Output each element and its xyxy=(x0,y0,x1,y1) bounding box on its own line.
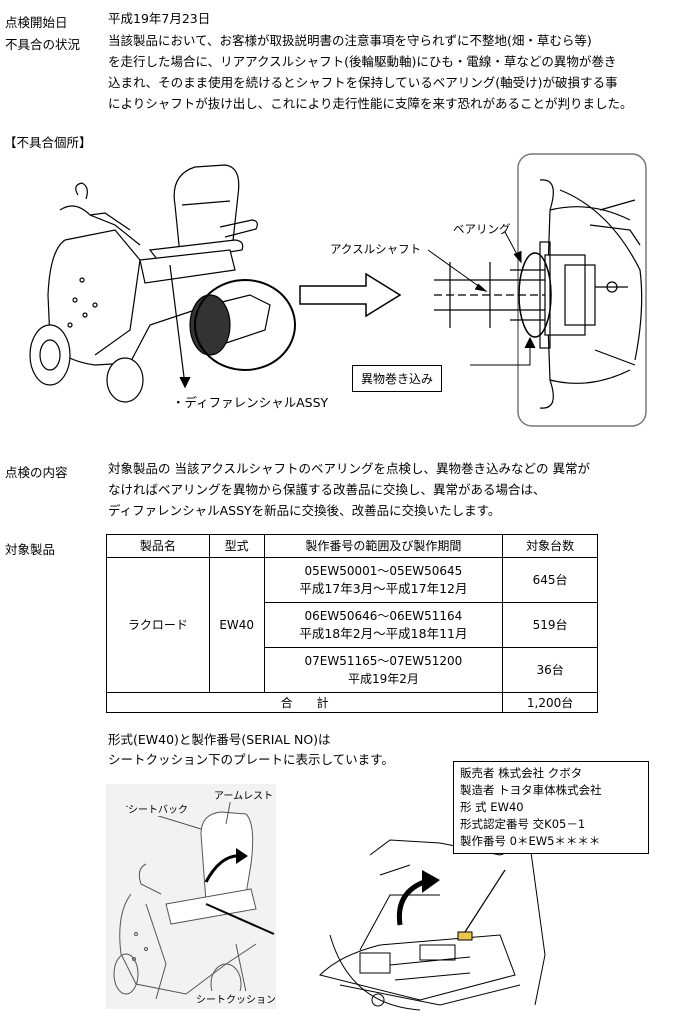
table-header-row: 製品名 型式 製作番号の範囲及び製作期間 対象台数 xyxy=(106,534,598,558)
defect-line-4: によりシャフトが抜け出し、これにより走行性能に支障を来す恐れがあることが判りまし… xyxy=(108,96,633,111)
right-arrow-icon xyxy=(299,272,402,318)
plate-cert-number: 形式認定番号 交K05－1 xyxy=(460,817,586,831)
table-row: 06EW50646～06EW51164 平成18年2月～平成18年11月 519… xyxy=(107,602,598,648)
defect-line-3: 込まれ、そのまま使用を続けるとシャフトを保持しているベアリング(軸受け)が破損す… xyxy=(108,75,618,90)
arm-rest-label: アームレスト xyxy=(214,787,274,802)
defect-part-title: 【不具合個所】 xyxy=(4,135,92,150)
count-cell: 645台 xyxy=(502,557,598,603)
bearing-label: ベアリング xyxy=(453,222,511,236)
plate-model: 形 式 EW40 xyxy=(460,800,524,814)
table-row: ラクロード EW40 05EW50001～05EW50645 平成17年3月～平… xyxy=(106,557,598,693)
count-cell: 519台 xyxy=(502,602,598,648)
table-row: 07EW51165～07EW51200 平成19年2月 36台 xyxy=(107,647,598,693)
axle-section-illustration xyxy=(434,153,647,427)
serial-range: 05EW50001～05EW50645 xyxy=(304,564,463,578)
inspection-label: 点検の内容 xyxy=(5,465,68,480)
serial-range: 06EW50646～06EW51164 xyxy=(304,609,463,623)
header-product-name: 製品名 xyxy=(106,534,210,558)
defect-line-1: 当該製品において、お客様が取扱説明書の注意事項を守られずに不整地(畑・草むら等) xyxy=(108,33,592,48)
product-name-cell: ラクロード xyxy=(106,557,210,693)
seat-illustration xyxy=(106,784,276,1009)
header-serial-range: 製作番号の範囲及び製作期間 xyxy=(263,534,504,558)
seat-frame-illustration xyxy=(319,839,546,1011)
serial-range: 07EW51165～07EW51200 xyxy=(304,654,463,668)
plate-manufacturer: 製造者 トヨタ車体株式会社 xyxy=(460,783,602,797)
defect-line-2: を走行した場合に、リアアクスルシャフト(後輪駆動軸)にひも・電線・草などの異物が… xyxy=(108,54,617,69)
start-date-label: 点検開始日 xyxy=(5,15,68,30)
plate-serial: 製作番号 0＊EW5＊＊＊＊ xyxy=(460,834,601,848)
total-count-cell: 1,200台 xyxy=(502,692,598,713)
seat-cushion-label: シートクッション xyxy=(196,991,276,1006)
header-model: 型式 xyxy=(208,534,265,558)
serial-period: 平成19年2月 xyxy=(347,672,419,686)
nameplate-box: 販売者 株式会社 クボタ 製造者 トヨタ車体株式会社 形 式 EW40 形式認定… xyxy=(453,761,649,854)
plate-note-line-1: 形式(EW40)と製作番号(SERIAL NO)は xyxy=(108,732,331,747)
seat-back-label: シートバック xyxy=(128,801,188,816)
serial-period: 平成18年2月～平成18年11月 xyxy=(299,626,468,641)
serial-range-cell: 06EW50646～06EW51164 平成18年2月～平成18年11月 xyxy=(263,602,504,648)
count-cell: 36台 xyxy=(502,647,598,693)
serial-range-cell: 07EW51165～07EW51200 平成19年2月 xyxy=(263,647,504,693)
inspection-line-2: なければベアリングを異物から保護する改善品に交換し、異常がある場合は、 xyxy=(108,482,546,497)
inspection-line-3: ディファレンシャルASSYを新品に交換後、改善品に交換いたします。 xyxy=(108,503,501,518)
serial-period: 平成17年3月～平成17年12月 xyxy=(299,581,468,596)
inspection-line-1: 対象製品の 当該アクスルシャフトのベアリングを点検し、異物巻き込みなどの 異常が xyxy=(108,461,590,476)
diff-assy-label: ・ディファレンシャルASSY xyxy=(172,395,329,410)
callout-lines xyxy=(427,231,536,366)
defect-status-label: 不具合の状況 xyxy=(5,37,81,52)
table-total-row: 合 計 1,200台 xyxy=(105,692,598,713)
start-date-value: 平成19年7月23日 xyxy=(108,11,211,26)
header-count: 対象台数 xyxy=(502,534,598,558)
scooter-illustration xyxy=(29,164,296,403)
serial-range-cell: 05EW50001～05EW50645 平成17年3月～平成17年12月 xyxy=(263,557,504,603)
plate-seller: 販売者 株式会社 クボタ xyxy=(460,766,583,780)
plate-note-line-2: シートクッション下のプレートに表示しています。 xyxy=(108,752,394,767)
axle-shaft-label: アクスルシャフト xyxy=(330,242,422,256)
foreign-object-label: 異物巻き込み xyxy=(352,365,443,392)
products-table: 製品名 型式 製作番号の範囲及び製作期間 対象台数 ラクロード EW40 05E… xyxy=(105,534,598,713)
model-cell: EW40 xyxy=(208,557,265,693)
total-label-cell: 合 計 xyxy=(105,692,504,713)
products-label: 対象製品 xyxy=(5,542,56,557)
